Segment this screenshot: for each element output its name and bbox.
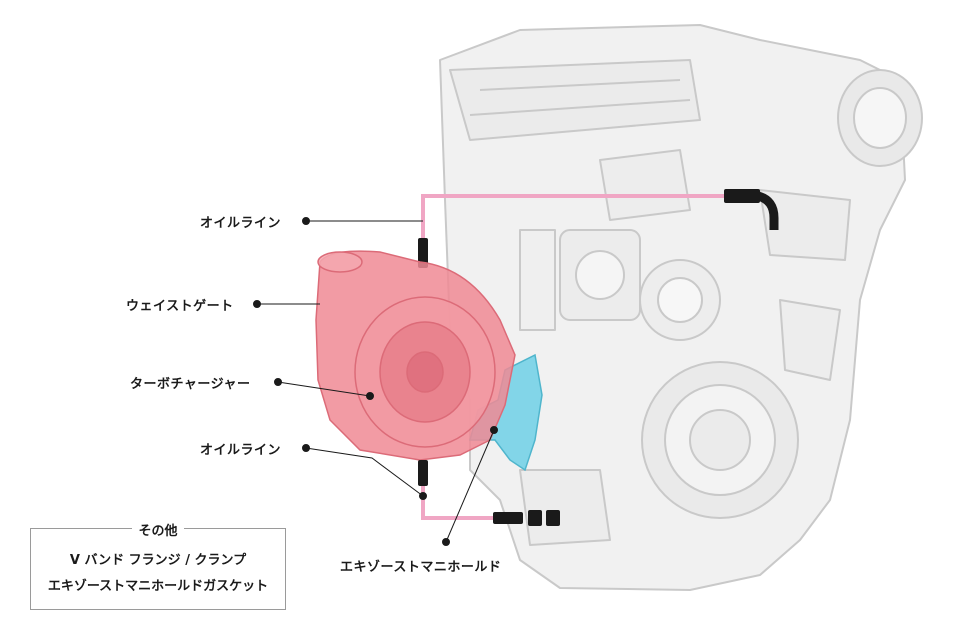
oil-line-top	[418, 189, 779, 268]
other-parts-box: その他 V バンド フランジ / クランプ エキゾーストマニホールドガスケット	[30, 524, 286, 610]
other-item-gasket: エキゾーストマニホールドガスケット	[47, 579, 269, 594]
label-wastegate: ウェイストゲート	[126, 299, 234, 314]
other-parts-title: その他	[31, 520, 285, 539]
turbocharger-shape	[315, 250, 516, 461]
label-turbocharger: ターボチャージャー	[130, 377, 251, 392]
label-oil-line-bottom: オイルライン	[200, 443, 282, 458]
label-oil-line-top: オイルライン	[200, 216, 282, 231]
engine-illustration	[439, 24, 923, 591]
leader-lines	[253, 217, 498, 546]
label-exhaust-manifold: エキゾーストマニホールド	[340, 560, 502, 575]
other-item-vband: V バンド フランジ / クランプ	[69, 553, 247, 568]
oil-line-bottom	[418, 460, 560, 526]
